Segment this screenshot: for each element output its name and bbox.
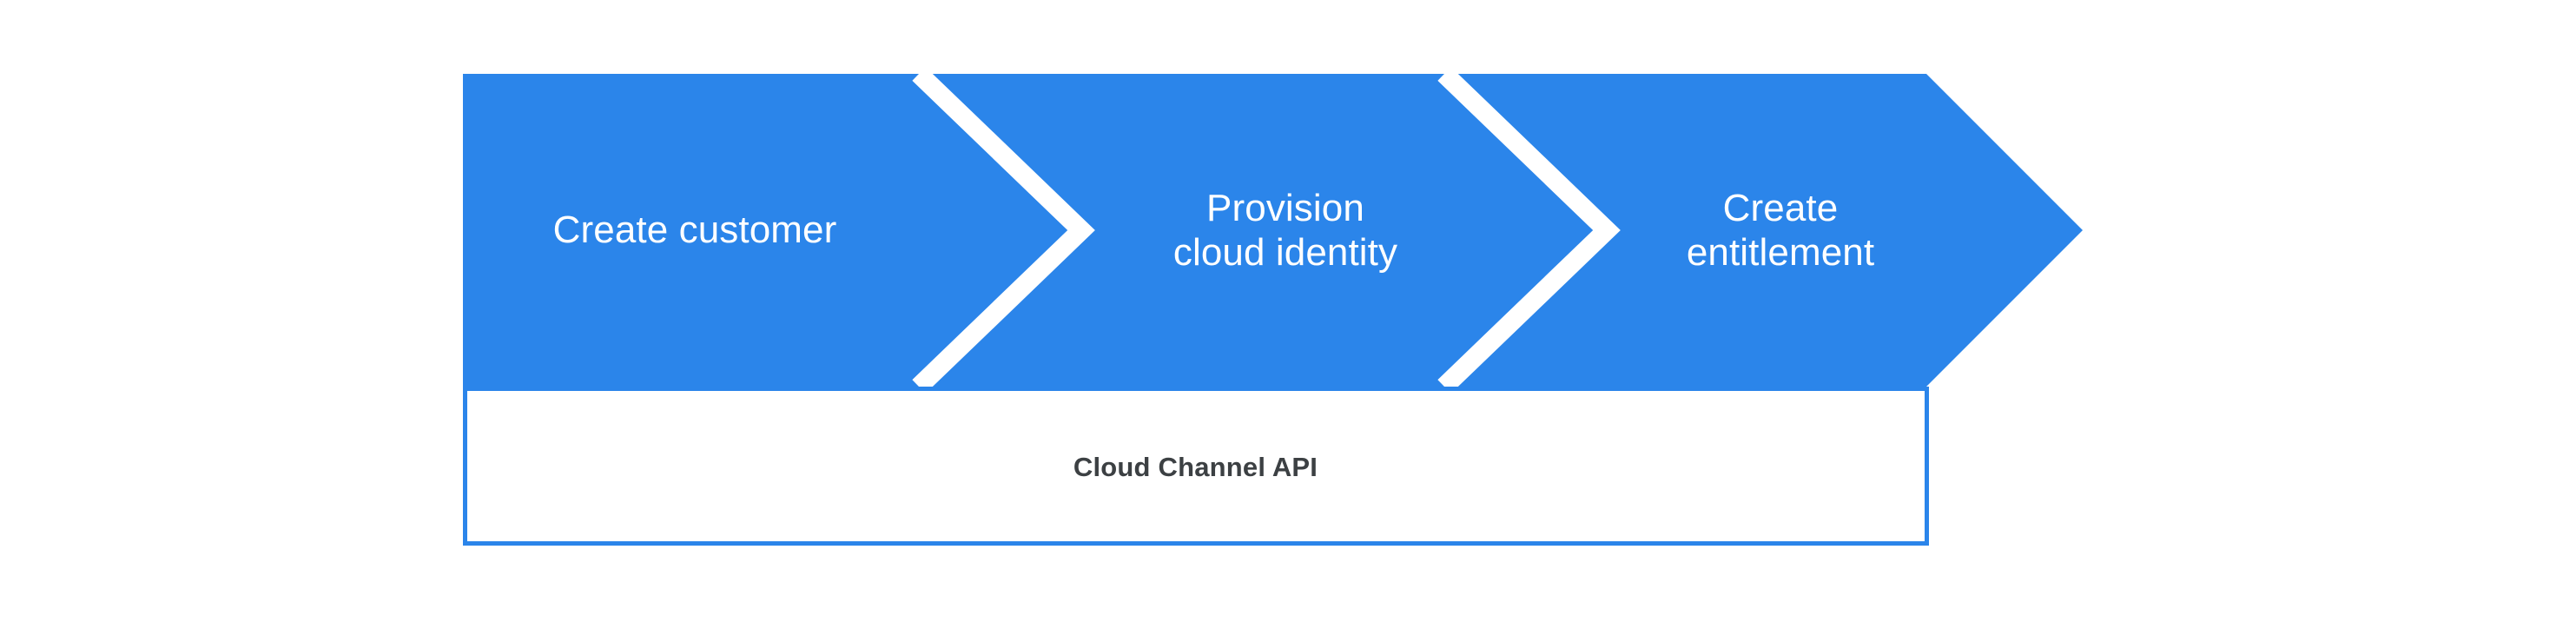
cloud-channel-api-box xyxy=(463,387,1929,546)
cloud-channel-api-label: Cloud Channel API xyxy=(1073,451,1318,482)
chevron-separator-2-icon xyxy=(1437,67,1621,394)
arrow-band-shape xyxy=(463,74,2083,387)
chevron-separator-1-icon xyxy=(912,67,1095,394)
